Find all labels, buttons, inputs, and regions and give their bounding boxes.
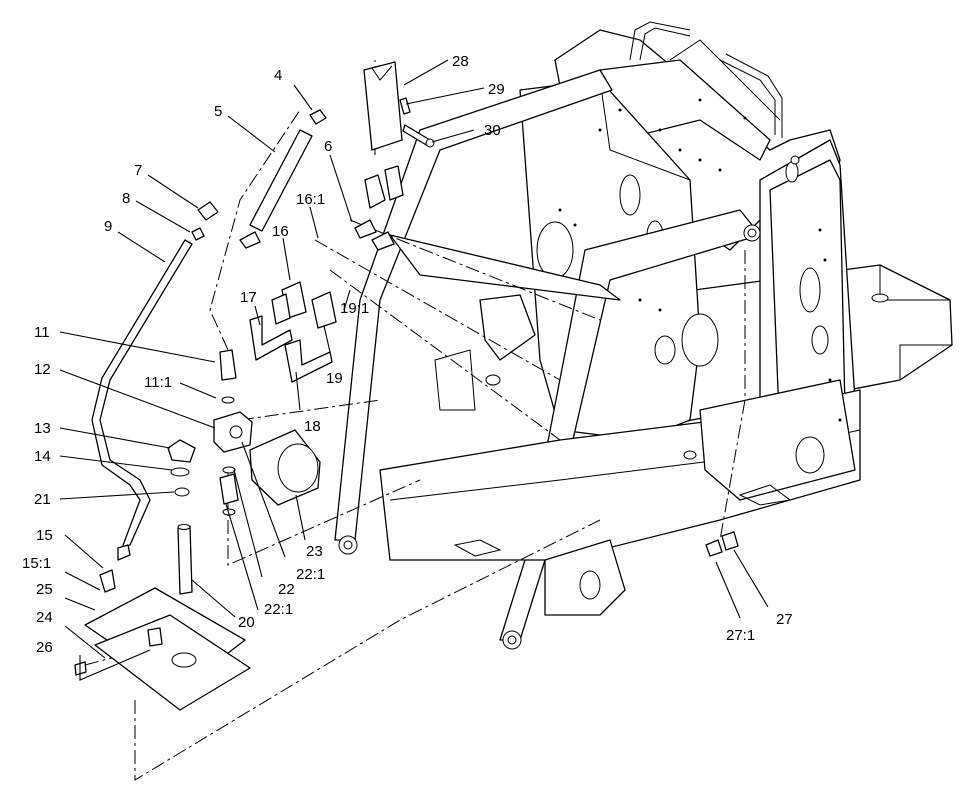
callout-12: 12	[34, 361, 51, 378]
callout-9: 9	[104, 218, 112, 235]
callout-20: 20	[238, 614, 255, 631]
callout-16-1: 16:1	[296, 191, 325, 208]
callout-16: 16	[272, 223, 289, 240]
callout-4: 4	[274, 67, 282, 84]
callout-21: 21	[34, 491, 51, 508]
callout-13: 13	[34, 420, 51, 437]
callout-5: 5	[214, 103, 222, 120]
callout-22-1b: 22:1	[264, 601, 293, 618]
callout-17: 17	[240, 289, 257, 306]
callout-25: 25	[36, 581, 53, 598]
leader-lines	[59, 59, 769, 681]
callout-28: 28	[452, 53, 469, 70]
callout-23: 23	[306, 543, 323, 560]
callout-30: 30	[484, 122, 501, 139]
callout-19: 19	[326, 370, 343, 387]
callout-22-1a: 22:1	[296, 566, 325, 583]
callout-18: 18	[304, 418, 321, 435]
callout-29: 29	[488, 81, 505, 98]
callout-22: 22	[278, 581, 295, 598]
callout-6: 6	[324, 138, 332, 155]
callout-24: 24	[36, 609, 53, 626]
exploded-parts	[74, 61, 739, 711]
callout-11-1: 11:1	[144, 374, 172, 391]
callout-27-1: 27:1	[726, 627, 755, 644]
callout-27: 27	[776, 611, 793, 628]
callout-8: 8	[122, 190, 130, 207]
callout-14: 14	[34, 448, 51, 465]
machine-frame	[334, 21, 953, 650]
callout-15: 15	[36, 527, 53, 544]
callout-7: 7	[134, 162, 142, 179]
callout-19-1: 19:1	[340, 300, 369, 317]
callout-11: 11	[34, 324, 50, 341]
callout-labels: 4 5 7 8 9 11 11:1 12 13 14 21 15 15:1 25…	[22, 53, 793, 656]
callout-15-1: 15:1	[22, 555, 51, 572]
callout-26: 26	[36, 639, 53, 656]
